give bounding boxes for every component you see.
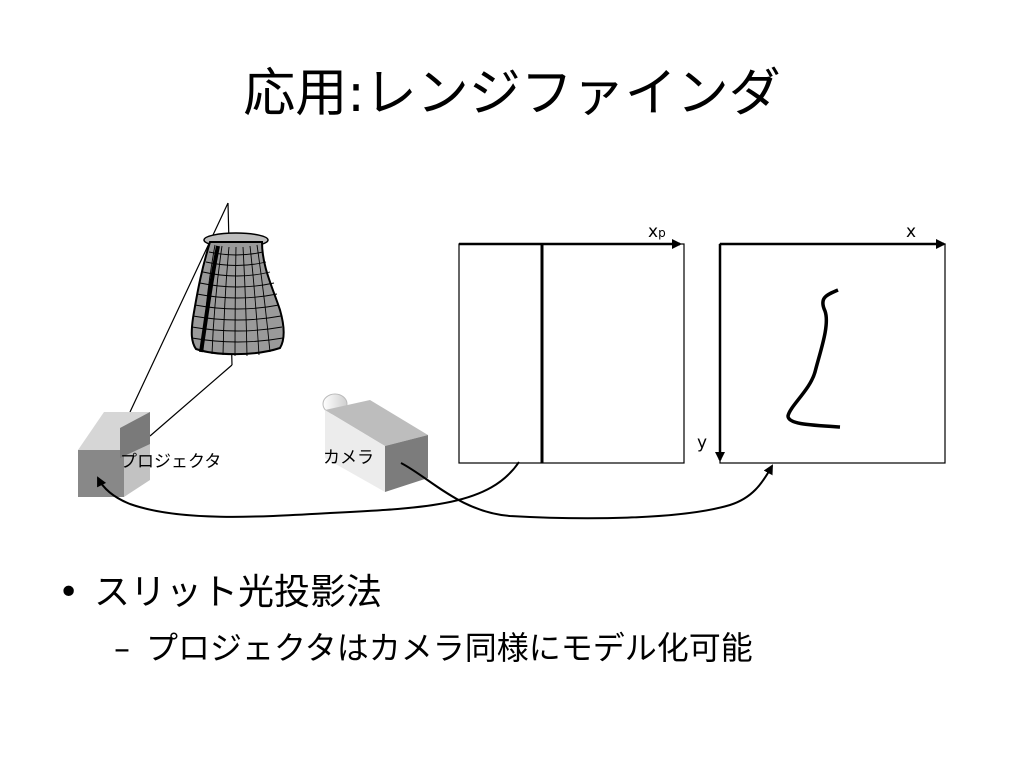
projector-label: プロジェクタ: [120, 452, 222, 472]
projector-axis-x-label: xp: [648, 222, 666, 243]
slide-title: 応用:レンジファインダ: [243, 64, 781, 124]
vase-object: [190, 232, 285, 357]
camera-box: [322, 393, 428, 492]
sub-bullet-marker: –: [114, 629, 130, 667]
correspondence-arrows: [97, 461, 773, 520]
camera-axis-x-label: x: [906, 222, 917, 242]
sub-bullet-item: –プロジェクタはカメラ同様にモデル化可能: [114, 626, 753, 670]
camera-image-plane: [715, 239, 946, 464]
bullet-text: スリット光投影法: [94, 572, 383, 613]
sub-bullet-text: プロジェクタはカメラ同様にモデル化可能: [146, 629, 753, 667]
projector-box: [78, 412, 150, 497]
projector-image-plane: [458, 239, 685, 464]
camera-axis-y-label: y: [697, 433, 708, 453]
projector-axis-x-text: x: [648, 222, 659, 242]
projector-axis-x-subscript: p: [658, 226, 666, 240]
bullet-item: • スリット光投影法: [58, 568, 382, 618]
camera-label: カメラ: [323, 448, 374, 468]
bullet-marker: •: [58, 572, 80, 613]
observed-slit-curve: [786, 288, 841, 429]
